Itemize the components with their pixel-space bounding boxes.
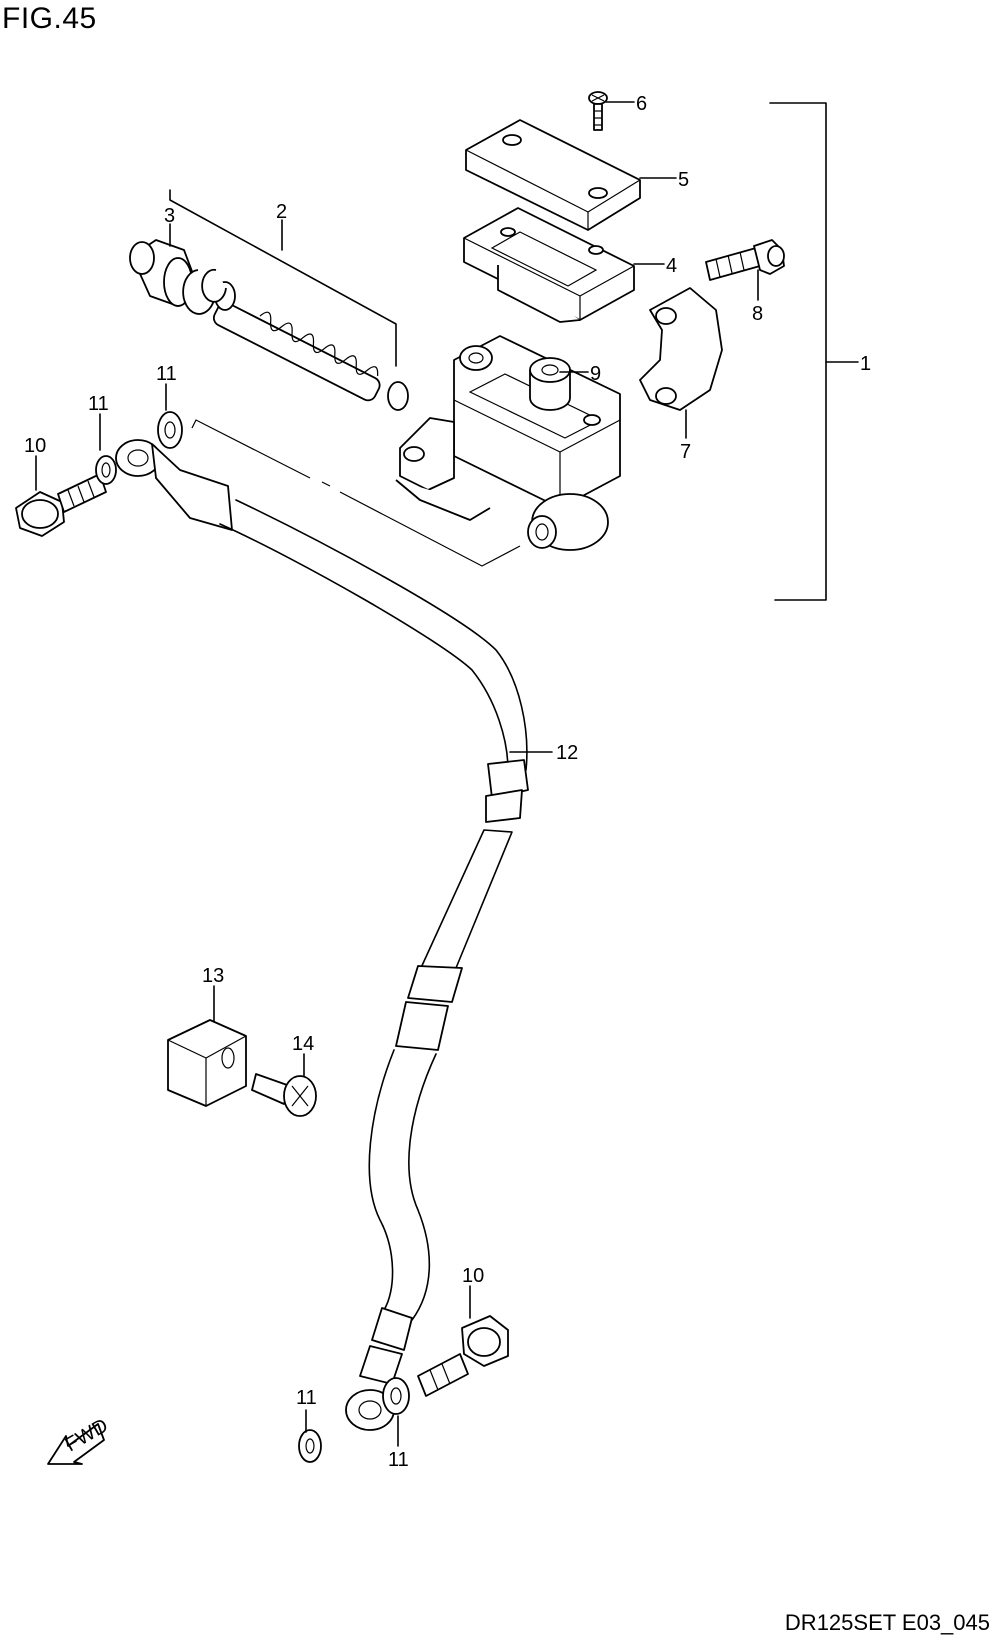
callout-9: 9 (590, 363, 601, 385)
part-10-banjo-bolt-bottom (417, 1285, 509, 1397)
callout-11-c: 11 (296, 1387, 317, 1409)
part-11-washers-top (95, 383, 183, 485)
footer-code: DR125SET E03_045 (784, 1610, 990, 1635)
part-5-cap (465, 119, 677, 231)
figure-title: FIG.45 (2, 2, 97, 35)
callout-10-top: 10 (24, 435, 46, 457)
part-14-screw (251, 1053, 317, 1117)
callout-2: 2 (276, 201, 287, 223)
callout-7: 7 (680, 441, 691, 463)
callout-14: 14 (292, 1033, 314, 1055)
part-8-bolt (705, 239, 785, 301)
part-12-brake-hose (115, 439, 553, 1431)
part-11-washers-bottom (298, 1377, 410, 1463)
callout-10-bottom: 10 (462, 1265, 484, 1287)
assembly-bracket-1 (769, 102, 859, 601)
callout-5: 5 (678, 169, 689, 191)
hose-union-guide-lines (191, 419, 521, 567)
part-4-diaphragm (463, 207, 665, 323)
snap-ring (182, 268, 227, 315)
part-13-hose-clamp (167, 985, 247, 1107)
part-7-clamp (639, 287, 723, 439)
callout-11-d: 11 (388, 1449, 409, 1471)
callout-11-b: 11 (156, 363, 177, 385)
callout-13: 13 (202, 965, 224, 987)
callout-12: 12 (556, 742, 578, 764)
part-6-screw (588, 91, 635, 131)
fwd-arrow: FWD (47, 1415, 112, 1465)
callout-6: 6 (636, 93, 647, 115)
callout-4: 4 (666, 255, 677, 277)
part-2-piston-kit (169, 189, 409, 411)
master-cylinder-body (395, 335, 621, 551)
callout-3: 3 (164, 205, 175, 227)
callout-8: 8 (752, 303, 763, 325)
part-10-banjo-bolt-top (15, 455, 107, 537)
callout-numbers: 1 2 3 4 5 6 7 8 9 10 11 11 11 11 10 12 1… (24, 93, 871, 1471)
callout-11-a: 11 (88, 393, 109, 415)
callout-1: 1 (860, 353, 871, 375)
